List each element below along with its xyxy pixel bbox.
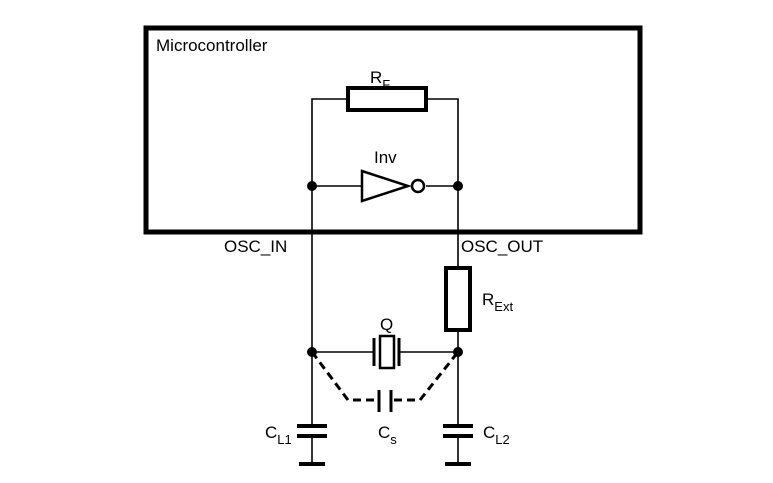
rext-resistor	[444, 266, 472, 332]
cl1-label: CL1	[265, 423, 292, 447]
osc-out-label: OSC_OUT	[461, 237, 543, 256]
osc-in-label: OSC_IN	[224, 237, 287, 256]
microcontroller-block	[143, 25, 643, 235]
rf-label: RF	[370, 68, 390, 92]
microcontroller-label: Microcontroller	[156, 36, 268, 55]
cl2-label: CL2	[483, 423, 510, 447]
inverter-bubble	[410, 178, 426, 194]
inverter-label: Inv	[374, 148, 397, 167]
inverter-triangle	[360, 169, 413, 203]
quartz-crystal	[312, 334, 458, 370]
quartz-label: Q	[380, 315, 393, 334]
cs-label: Cs	[378, 423, 397, 447]
cs-stray-capacitor	[310, 351, 460, 412]
rf-resistor	[346, 86, 428, 112]
cl1-capacitor	[297, 352, 327, 466]
cl2-capacitor	[443, 352, 473, 466]
rext-label: RExt	[482, 290, 513, 314]
feedback-wires	[311, 98, 459, 187]
